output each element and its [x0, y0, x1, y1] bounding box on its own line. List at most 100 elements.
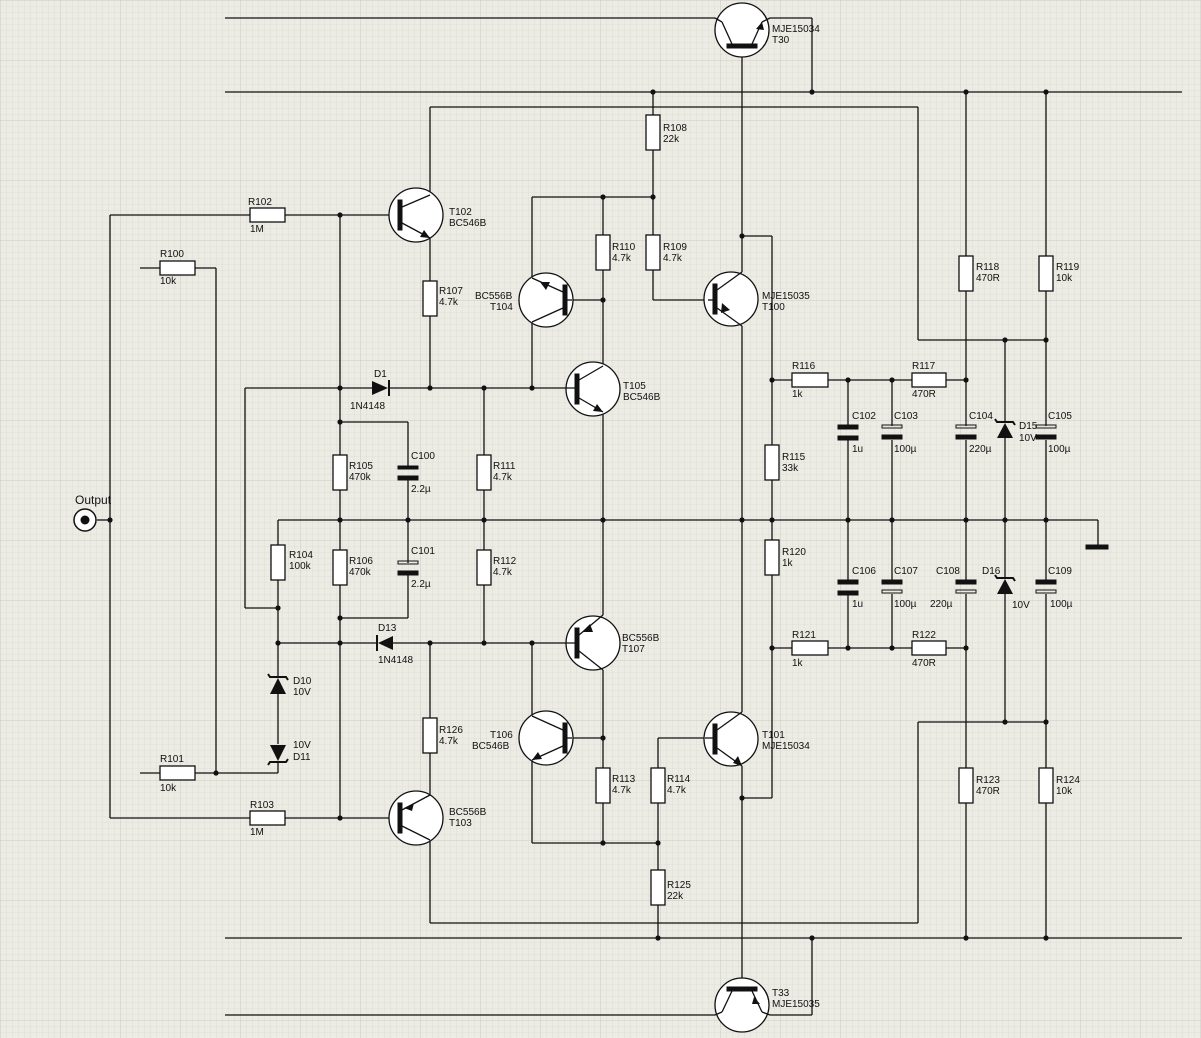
- resistor-r126[interactable]: R126 4.7k: [422, 717, 463, 754]
- resistor-r115[interactable]: R115 33k: [764, 444, 806, 481]
- component-label: R104: [289, 550, 313, 561]
- resistor-r118[interactable]: R118 470R: [958, 255, 1000, 292]
- component-label: R120: [782, 547, 806, 558]
- transistor-t103[interactable]: BC556B T103: [388, 790, 487, 846]
- component-label: R102: [248, 197, 272, 208]
- capacitor-c105[interactable]: C105 100µ: [1035, 411, 1072, 455]
- resistor-r114[interactable]: R114 4.7k: [650, 767, 691, 804]
- resistor-r111[interactable]: R111 4.7k: [476, 454, 516, 491]
- zener-d16[interactable]: D16 10V: [982, 566, 1030, 611]
- component-label: 10k: [1056, 786, 1073, 797]
- component-label: R119: [1056, 262, 1080, 273]
- transistor-t101[interactable]: T101 MJE15034: [703, 711, 810, 767]
- transistor-t106[interactable]: T106 BC546B: [472, 710, 574, 766]
- transistor-t107[interactable]: BC556B T107: [532, 614, 660, 671]
- resistor-r105[interactable]: R105 470k: [332, 454, 373, 491]
- component-label: R124: [1056, 775, 1080, 786]
- component-label: MJE15035: [772, 999, 820, 1010]
- ground-symbol: [1085, 544, 1109, 550]
- component-label: 100µ: [894, 444, 917, 455]
- transistor-t33[interactable]: T33 MJE15035: [714, 977, 820, 1033]
- resistor-r124[interactable]: R124 10k: [1038, 767, 1080, 804]
- component-label: BC546B: [449, 218, 487, 229]
- capacitor-c108[interactable]: C108 220µ: [930, 566, 977, 610]
- component-label: C101: [411, 546, 435, 557]
- transistor-t30[interactable]: MJE15034 T30: [714, 2, 820, 58]
- component-label: MJE15034: [762, 741, 810, 752]
- component-label: T102: [449, 207, 472, 218]
- resistor-r123[interactable]: R123 470R: [958, 767, 1000, 804]
- component-label: 10k: [160, 276, 177, 287]
- component-label: R116: [792, 361, 816, 372]
- component-label: C107: [894, 566, 918, 577]
- component-label: T106: [490, 730, 513, 741]
- zener-d10[interactable]: D10 10V: [267, 673, 312, 698]
- capacitor-c104[interactable]: C104 220µ: [955, 411, 993, 455]
- component-label: BC556B: [449, 807, 487, 818]
- component-label: 100µ: [1050, 599, 1073, 610]
- resistor-r116[interactable]: R116 1k: [791, 361, 829, 400]
- transistor-t105[interactable]: T105 BC546B: [532, 361, 661, 417]
- zener-d11[interactable]: 10V D11: [267, 740, 311, 766]
- component-label: 10k: [160, 783, 177, 794]
- resistor-r108[interactable]: R108 22k: [645, 114, 687, 151]
- resistor-r101[interactable]: R101 10k: [159, 754, 196, 794]
- output-terminal[interactable]: Output: [73, 493, 112, 532]
- resistor-r117[interactable]: R117 470R: [911, 361, 947, 400]
- capacitor-c100[interactable]: C100 2.2µ: [397, 451, 435, 495]
- component-label: 470R: [976, 786, 1000, 797]
- component-label: 2.2µ: [411, 484, 431, 495]
- resistor-r121[interactable]: R121 1k: [791, 630, 829, 669]
- component-label: R100: [160, 249, 184, 260]
- transistor-t102[interactable]: T102 BC546B: [388, 187, 487, 243]
- component-label: R114: [667, 774, 691, 785]
- component-label: R103: [250, 800, 274, 811]
- component-label: T33: [772, 988, 790, 999]
- component-label: T104: [490, 302, 513, 313]
- diode-d1[interactable]: D1 1N4148: [350, 369, 390, 412]
- component-label: R126: [439, 725, 463, 736]
- transistor-t100[interactable]: MJE15035 T100: [703, 271, 810, 327]
- component-label: 1M: [250, 827, 264, 838]
- transistor-t104[interactable]: BC556B T104: [475, 272, 574, 328]
- component-label: T101: [762, 730, 785, 741]
- component-label: 470k: [349, 472, 372, 483]
- capacitor-c106[interactable]: C106 1u: [837, 566, 876, 610]
- component-label: 470R: [912, 658, 936, 669]
- resistor-r113[interactable]: R113 4.7k: [595, 767, 636, 804]
- resistor-r103[interactable]: R103 1M: [249, 800, 286, 838]
- component-label: 10k: [1056, 273, 1073, 284]
- component-label: 10V: [293, 687, 311, 698]
- component-label: 470k: [349, 567, 372, 578]
- diode-d13[interactable]: D13 1N4148: [376, 623, 413, 666]
- component-label: 10V: [1019, 433, 1037, 444]
- component-label: R111: [493, 461, 516, 472]
- resistor-r109[interactable]: R109 4.7k: [645, 234, 687, 271]
- resistor-r102[interactable]: R102 1M: [248, 197, 286, 235]
- component-label: R109: [663, 242, 687, 253]
- capacitor-c101[interactable]: C101 2.2µ: [397, 546, 435, 590]
- capacitor-c109[interactable]: C109 100µ: [1035, 566, 1073, 610]
- resistor-r104[interactable]: R104 100k: [270, 544, 313, 581]
- resistor-r107[interactable]: R107 4.7k: [422, 280, 463, 317]
- capacitor-c103[interactable]: C103 100µ: [881, 411, 918, 455]
- component-label: R122: [912, 630, 936, 641]
- resistor-r106[interactable]: R106 470k: [332, 549, 373, 586]
- output-label: Output: [75, 493, 112, 507]
- resistor-r125[interactable]: R125 22k: [650, 869, 691, 906]
- component-label: R108: [663, 123, 687, 134]
- resistor-r119[interactable]: R119 10k: [1038, 255, 1080, 292]
- resistor-r122[interactable]: R122 470R: [911, 630, 947, 669]
- resistor-r100[interactable]: R100 10k: [159, 249, 196, 287]
- component-label: 1k: [782, 558, 794, 569]
- component-label: BC556B: [622, 633, 660, 644]
- component-label: R105: [349, 461, 373, 472]
- zener-d15[interactable]: D15 10V: [994, 418, 1038, 444]
- resistor-r112[interactable]: R112 4.7k: [476, 549, 517, 586]
- component-label: 2.2µ: [411, 579, 431, 590]
- component-label: 1k: [792, 658, 804, 669]
- capacitor-c107[interactable]: C107 100µ: [881, 566, 918, 610]
- capacitor-c102[interactable]: C102 1u: [837, 411, 876, 455]
- resistor-r120[interactable]: R120 1k: [764, 539, 806, 576]
- resistor-r110[interactable]: R110 4.7k: [595, 234, 636, 271]
